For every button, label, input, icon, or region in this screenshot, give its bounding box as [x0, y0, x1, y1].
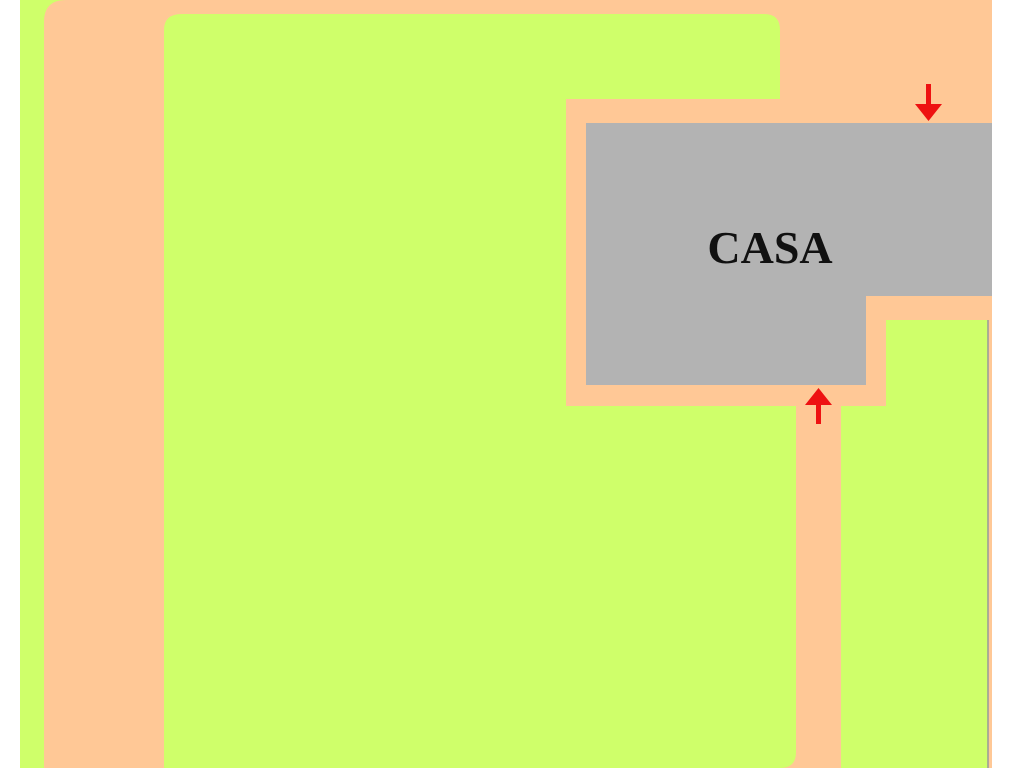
inner-lawn: [164, 14, 796, 768]
inner-lawn-right-strip-top: [886, 320, 988, 406]
arrow-up-icon: [805, 388, 832, 424]
house-shape: [586, 123, 992, 385]
arrow-down-icon: [915, 84, 942, 121]
path-entry-strip: [796, 406, 841, 768]
house-label: CASA: [707, 222, 832, 273]
